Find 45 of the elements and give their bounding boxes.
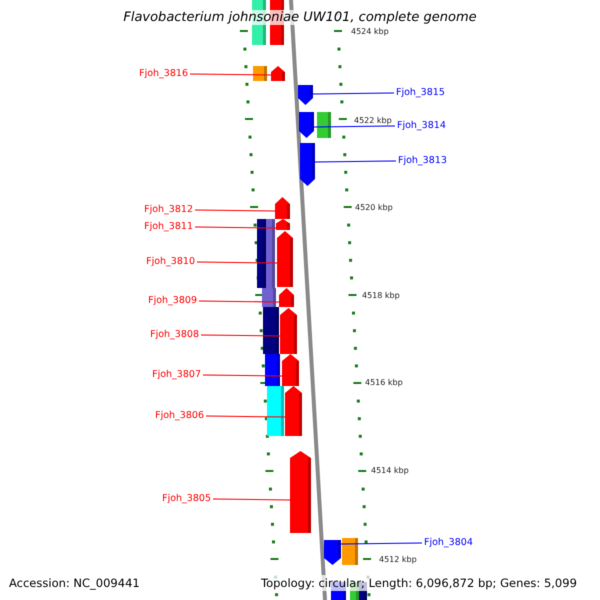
leader-line — [190, 74, 272, 76]
leader-line — [196, 262, 278, 264]
leader-line — [194, 226, 276, 228]
gene-label: Fjoh_3813 — [398, 155, 447, 167]
gene-label: Fjoh_3816 — [139, 68, 188, 80]
gene-label: Fjoh_3810 — [146, 256, 195, 268]
leader-line — [212, 498, 290, 500]
scale-label: 4516 kbp — [365, 378, 403, 388]
gene-label: Fjoh_3811 — [144, 221, 193, 233]
leader-line — [312, 92, 394, 94]
leader-line — [200, 334, 280, 336]
leader-line — [314, 126, 396, 128]
gene-label: Fjoh_3805 — [162, 493, 211, 505]
gene-feature — [324, 540, 341, 565]
scale-label: 4524 kbp — [351, 27, 389, 37]
gene-feature — [282, 354, 299, 386]
gene-feature — [271, 66, 285, 81]
footer-text: Topology: circular; Length: 6,096,872 bp; Genes: 5,099 — [261, 575, 577, 591]
gene-feature — [290, 451, 311, 533]
gene-label: Fjoh_3808 — [150, 329, 199, 341]
gene-feature — [299, 112, 314, 138]
scale-label: 4512 kbp — [379, 555, 417, 565]
gene-label: Fjoh_3812 — [144, 204, 193, 216]
gene-label: Fjoh_3804 — [424, 537, 473, 549]
leader-line — [198, 300, 280, 302]
gene-feature — [276, 219, 290, 230]
leader-line — [206, 416, 286, 418]
leader-line — [340, 542, 422, 544]
scale-label: 4518 kbp — [362, 291, 400, 301]
leader-line — [314, 160, 396, 162]
leader-line — [194, 210, 276, 212]
gene-feature — [298, 85, 313, 105]
scale-label: 4514 kbp — [371, 466, 409, 476]
gene-label: Fjoh_3809 — [148, 295, 197, 307]
gene-label: Fjoh_3806 — [155, 410, 204, 422]
scale-label: 4520 kbp — [355, 203, 393, 213]
gene-label: Fjoh_3814 — [397, 120, 446, 132]
footer-text: Accession: NC_009441 — [9, 575, 140, 591]
gene-feature — [285, 386, 302, 436]
gene-feature — [279, 288, 294, 307]
scale-label: 4522 kbp — [354, 116, 392, 126]
leader-line — [202, 374, 282, 376]
gene-label: Fjoh_3815 — [396, 87, 445, 99]
gene-label: Fjoh_3807 — [152, 369, 201, 381]
gene-feature — [300, 143, 315, 186]
